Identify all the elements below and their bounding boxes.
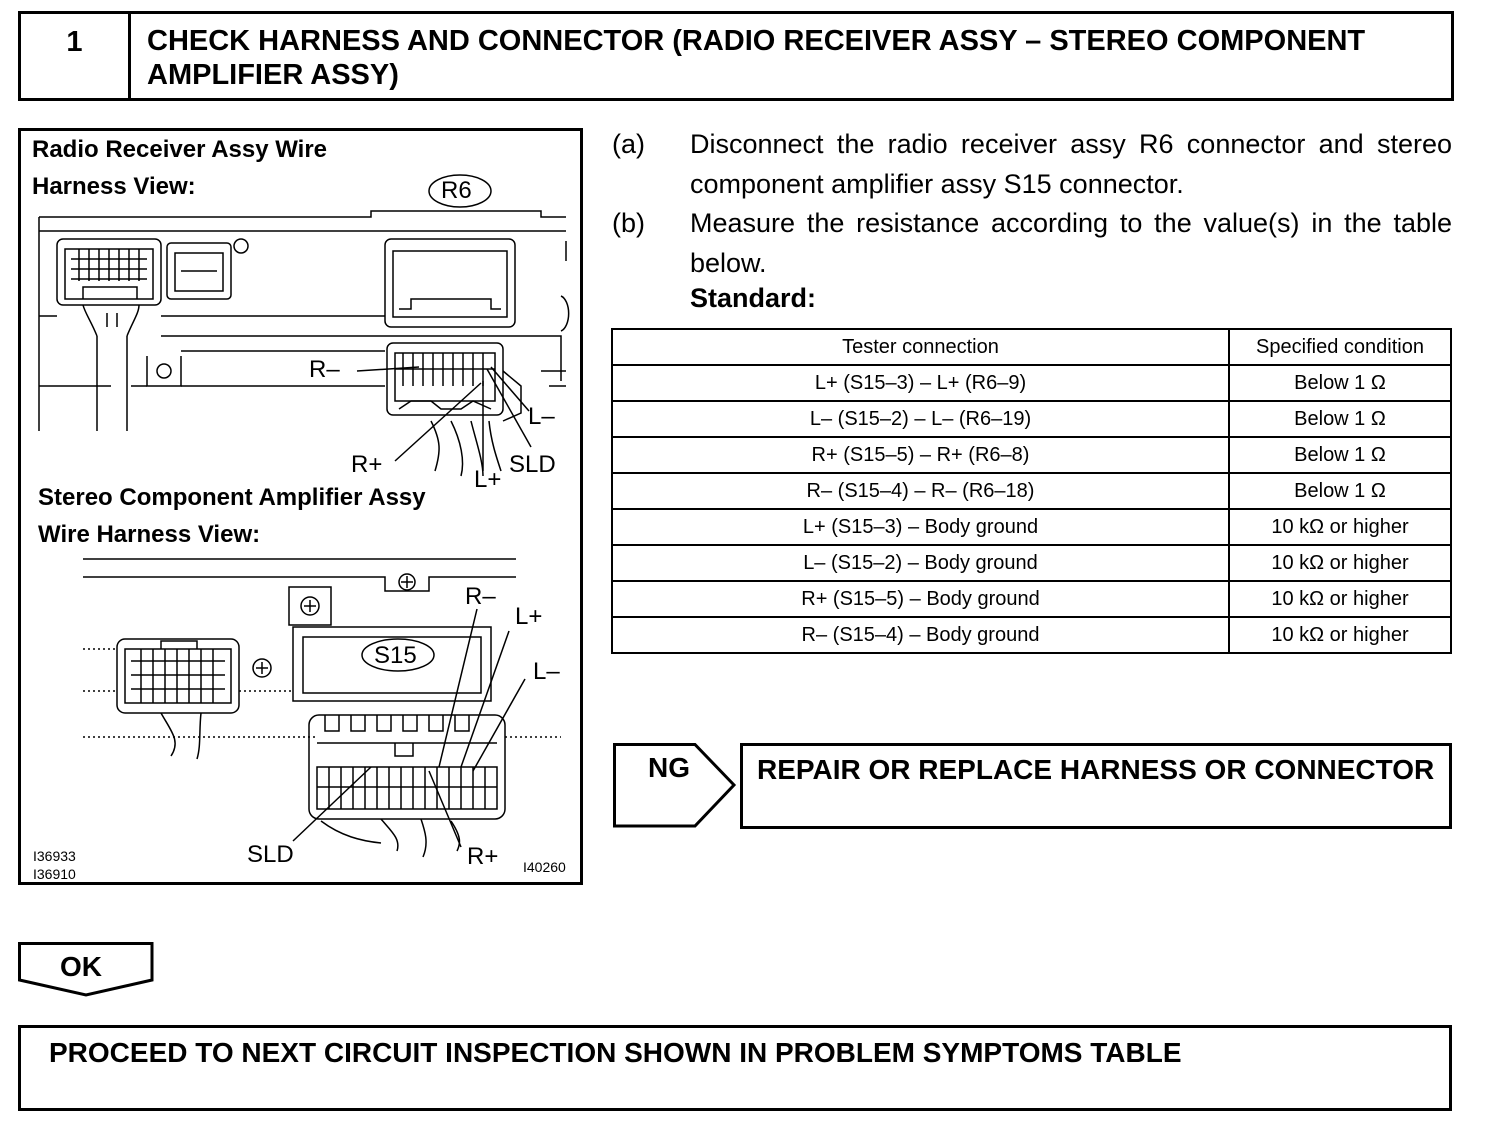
specified-condition-cell: 10 kΩ or higher xyxy=(1228,508,1452,546)
ng-arrow-icon xyxy=(613,743,737,828)
instruction-b-marker: (b) xyxy=(612,208,645,238)
table-header-row: Tester connection Specified condition xyxy=(611,328,1452,366)
tester-connection-cell: L+ (S15–3) – Body ground xyxy=(611,508,1230,546)
figure-ref-code-2: I36910 xyxy=(33,866,76,882)
radio-receiver-caption-line1: Radio Receiver Assy Wire xyxy=(32,136,328,163)
tester-connection-cell: L– (S15–2) – Body ground xyxy=(611,544,1230,582)
instruction-a-marker: (a) xyxy=(612,129,645,159)
specified-condition-cell: Below 1 Ω xyxy=(1228,436,1452,474)
specified-condition-cell: 10 kΩ or higher xyxy=(1228,616,1452,654)
ng-action-text: REPAIR OR REPLACE HARNESS OR CONNECTOR xyxy=(757,754,1435,785)
tester-connection-cell: R– (S15–4) – Body ground xyxy=(611,616,1230,654)
radio-receiver-caption-line2: Harness View: xyxy=(32,173,196,200)
tester-connection-cell: R+ (S15–5) – Body ground xyxy=(611,580,1230,618)
ok-arrow-icon xyxy=(18,942,154,997)
r6-connector-label: R6 xyxy=(441,177,472,204)
r6-r-plus-label: R+ xyxy=(351,451,383,478)
amplifier-caption-line2: Wire Harness View: xyxy=(38,521,261,548)
instruction-a-text: Disconnect the radio receiver assy R6 co… xyxy=(690,129,1452,199)
standard-label: Standard: xyxy=(690,283,817,313)
harness-illustration xyxy=(38,174,570,858)
figure-ref-code-3: I40260 xyxy=(523,859,566,875)
tester-connection-cell: L– (S15–2) – L– (R6–19) xyxy=(611,400,1230,438)
specified-condition-cell: Below 1 Ω xyxy=(1228,400,1452,438)
s15-r-plus-label: R+ xyxy=(467,843,499,870)
tester-connection-cell: R– (S15–4) – R– (R6–18) xyxy=(611,472,1230,510)
r6-l-plus-label: L+ xyxy=(474,466,502,493)
table-row: L– (S15–2) – L– (R6–19)Below 1 Ω xyxy=(611,400,1452,438)
s15-connector-label: S15 xyxy=(374,642,417,669)
step-number: 1 xyxy=(21,14,131,98)
s15-l-plus-label: L+ xyxy=(515,603,543,630)
ng-label: NG xyxy=(648,752,690,783)
tester-connection-cell: R+ (S15–5) – R+ (R6–8) xyxy=(611,436,1230,474)
specified-condition-cell: 10 kΩ or higher xyxy=(1228,544,1452,582)
table-row: R+ (S15–5) – R+ (R6–8)Below 1 Ω xyxy=(611,436,1452,474)
table-row: R– (S15–4) – R– (R6–18)Below 1 Ω xyxy=(611,472,1452,510)
s15-sld-label: SLD xyxy=(247,841,294,868)
specified-condition-cell: Below 1 Ω xyxy=(1228,472,1452,510)
step-title: CHECK HARNESS AND CONNECTOR (RADIO RECEI… xyxy=(147,25,1366,91)
amplifier-caption-line1: Stereo Component Amplifier Assy xyxy=(38,484,426,511)
instruction-b-text: Measure the resistance according to the … xyxy=(690,208,1452,278)
wire-harness-figure: Radio Receiver Assy Wire Harness View: R… xyxy=(18,128,583,885)
table-header-cell: Tester connection xyxy=(611,328,1230,366)
ok-label: OK xyxy=(60,951,102,982)
table-header-cell: Specified condition xyxy=(1228,328,1452,366)
step-header: 1 CHECK HARNESS AND CONNECTOR (RADIO REC… xyxy=(18,11,1454,101)
specified-condition-cell: 10 kΩ or higher xyxy=(1228,580,1452,618)
table-row: L+ (S15–3) – L+ (R6–9)Below 1 Ω xyxy=(611,364,1452,402)
ng-action-box: REPAIR OR REPLACE HARNESS OR CONNECTOR xyxy=(740,743,1452,829)
r6-l-minus-label: L– xyxy=(528,403,555,430)
next-step-text: PROCEED TO NEXT CIRCUIT INSPECTION SHOWN… xyxy=(49,1037,1182,1068)
next-step-box: PROCEED TO NEXT CIRCUIT INSPECTION SHOWN… xyxy=(18,1025,1452,1111)
r6-sld-label: SLD xyxy=(509,451,556,478)
tester-connection-cell: L+ (S15–3) – L+ (R6–9) xyxy=(611,364,1230,402)
specified-condition-cell: Below 1 Ω xyxy=(1228,364,1452,402)
s15-r-minus-label: R– xyxy=(465,583,496,610)
spec-table: Tester connection Specified condition L+… xyxy=(611,328,1452,654)
figure-ref-code-1: I36933 xyxy=(33,848,76,864)
r6-r-minus-label: R– xyxy=(309,356,340,383)
s15-l-minus-label: L– xyxy=(533,658,560,685)
